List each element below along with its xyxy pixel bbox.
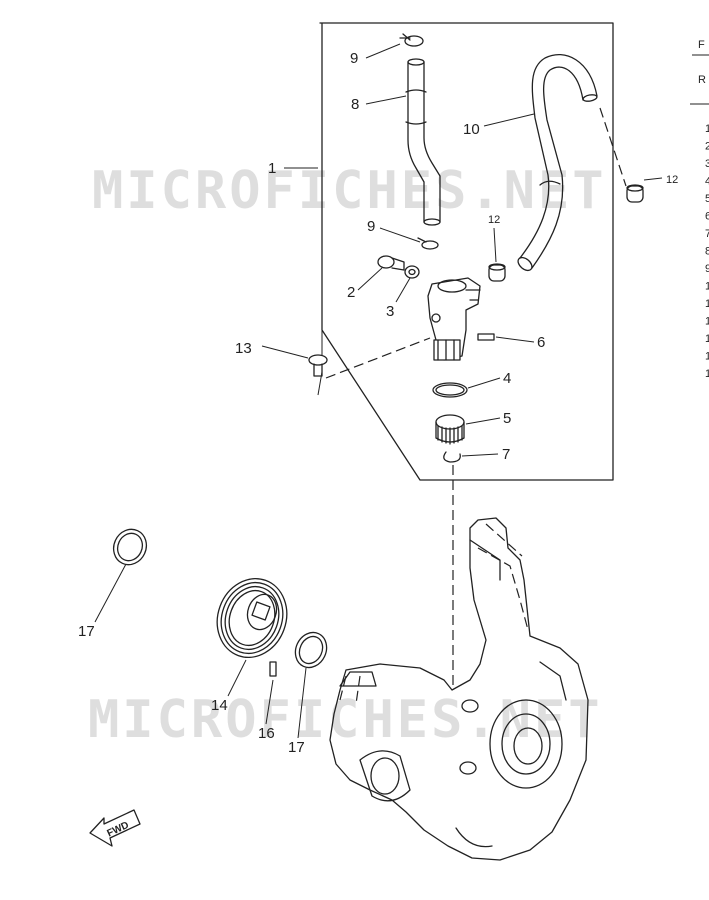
screw-route-line [325, 337, 431, 379]
callouts: 1 2 3 4 5 6 7 8 9 9 10 12 12 13 14 16 17… [78, 50, 678, 756]
fuel-hose-8 [405, 58, 441, 226]
edge-row-fragment: 1 [705, 351, 709, 363]
circlip-7 [443, 451, 461, 463]
edge-row-fragment: 5 [705, 193, 709, 205]
banjo-bolt-2 [377, 255, 405, 271]
forward-arrow-icon: FWD [89, 809, 141, 847]
edge-row-fragment: 1 [705, 333, 709, 345]
leader-lines [94, 43, 663, 739]
pin-16 [269, 661, 277, 677]
edge-row-fragment: 6 [705, 211, 709, 223]
assembly-box [317, 22, 614, 481]
clip-lower [417, 237, 439, 250]
hose-route-line [599, 107, 627, 187]
washer-3 [404, 265, 420, 279]
pin-6 [477, 333, 495, 341]
callout-12-center: 12 [488, 214, 500, 226]
edge-row-fragment: 1 [705, 281, 709, 293]
callout-17-right: 17 [288, 739, 305, 756]
hose-clamp-12-right [626, 184, 644, 203]
callout-7: 7 [502, 446, 510, 463]
clip-top [399, 33, 424, 47]
edge-row-fragment: 1 [705, 316, 709, 328]
watermark-top: MICROFICHES.NET [92, 161, 607, 221]
edge-row-fragment: 2 [705, 141, 709, 153]
callout-9-lower: 9 [367, 218, 375, 235]
callout-9-top: 9 [350, 50, 358, 67]
circlip-17-right [294, 631, 328, 669]
o-ring-4 [432, 382, 468, 398]
edge-table-fragment: F R 1 2 3 4 5 6 7 8 9 1 1 1 1 1 1 [690, 39, 709, 380]
edge-header-b: R [698, 74, 706, 86]
edge-row-fragment: 1 [705, 298, 709, 310]
callout-3: 3 [386, 303, 394, 320]
edge-row-fragment: 7 [705, 228, 709, 240]
edge-row-fragment: 8 [705, 246, 709, 258]
callout-2: 2 [347, 284, 355, 301]
crankcase-cover [329, 517, 589, 861]
callout-10: 10 [463, 121, 480, 138]
fuel-hose-10 [517, 54, 598, 272]
pump-gear-5 [435, 414, 465, 445]
callout-1: 1 [268, 160, 276, 177]
circlip-17-left [112, 528, 148, 566]
callout-5: 5 [503, 410, 511, 427]
callout-17-left: 17 [78, 623, 95, 640]
impeller-14 [216, 578, 288, 658]
oil-pump-body [427, 277, 481, 361]
edge-row-fragment: 9 [705, 263, 709, 275]
edge-row-fragment: 1 [705, 368, 709, 380]
edge-header-a: F [698, 39, 705, 51]
edge-row-fragment: 4 [705, 176, 709, 188]
callout-13: 13 [235, 340, 252, 357]
watermark-bottom: MICROFICHES.NET [88, 690, 603, 750]
hose-clamp-12-center [488, 263, 506, 282]
screw-13 [308, 354, 328, 377]
callout-4: 4 [503, 370, 511, 387]
callout-16: 16 [258, 725, 275, 742]
callout-14: 14 [211, 697, 228, 714]
callout-6: 6 [537, 334, 545, 351]
callout-8: 8 [351, 96, 359, 113]
edge-row-fragment: 3 [705, 158, 709, 170]
edge-row-fragment: 1 [705, 123, 709, 135]
callout-12-right: 12 [666, 174, 678, 186]
